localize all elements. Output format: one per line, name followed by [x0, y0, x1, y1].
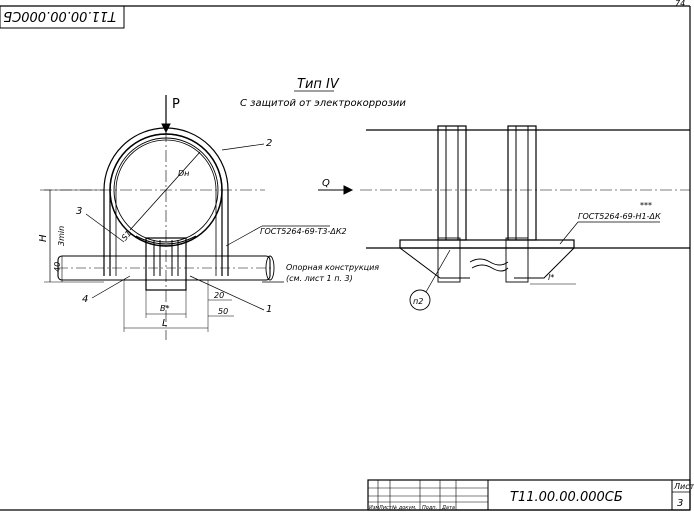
dim-20: 20 [214, 291, 224, 300]
right-view [318, 125, 690, 311]
dim-3min: 3min [57, 226, 66, 246]
title-block-headers: Изм Лист № докум. Подп. Дата [369, 505, 455, 511]
sheet-label: Лист [673, 482, 694, 491]
clamp-band-right [507, 125, 537, 241]
dim-b: B* [160, 304, 170, 313]
hdr-doc: № докум. [391, 505, 417, 511]
dim-50: 50 [218, 307, 228, 316]
subtitle: С защитой от электрокоррозии [240, 98, 406, 109]
saddle-block [145, 237, 187, 291]
flow-label: Q [322, 178, 330, 189]
support-note-1: Опорная конструкция [286, 263, 379, 272]
dim-l: l* [548, 273, 554, 282]
dim-40: 40 [53, 262, 62, 272]
sheet-number-top: 74 [675, 0, 685, 8]
sheet-frame [0, 5, 691, 511]
clamp-band-left [437, 125, 467, 241]
callout-p2: п2 [413, 297, 423, 306]
callout-circle [409, 289, 431, 311]
doc-code-rotated: Т11.00.00.000СБ [3, 8, 116, 23]
callout-2: 2 [266, 138, 272, 149]
title-block [367, 479, 691, 511]
base-plate [399, 239, 575, 249]
type-title: Тип IV [297, 77, 340, 92]
support-note-2: (см. лист 1 п. 3) [286, 274, 353, 283]
height-label: H [38, 234, 49, 242]
right-weld-note: ГОСТ5264-69-Н1-ΔК [578, 212, 661, 221]
diameter-label: Dн [178, 169, 189, 178]
left-weld-note: ГОСТ5264-69-Т3-ΔК2 [260, 227, 347, 236]
callout-4: 4 [82, 294, 88, 305]
sheet-value: 3 [677, 498, 683, 509]
callout-1: 1 [266, 304, 272, 315]
load-label: P [172, 97, 180, 112]
left-view [40, 95, 330, 340]
hdr-izm: Изм [369, 505, 379, 511]
weld-stars: *** [640, 201, 652, 210]
dim-L: L [162, 318, 168, 329]
hdr-podp: Подп. [422, 505, 437, 511]
hdr-list: Лист [378, 505, 393, 511]
hdr-data: Дата [441, 505, 455, 511]
callout-3: 3 [76, 206, 82, 217]
designation: Т11.00.00.000СБ [510, 490, 623, 505]
